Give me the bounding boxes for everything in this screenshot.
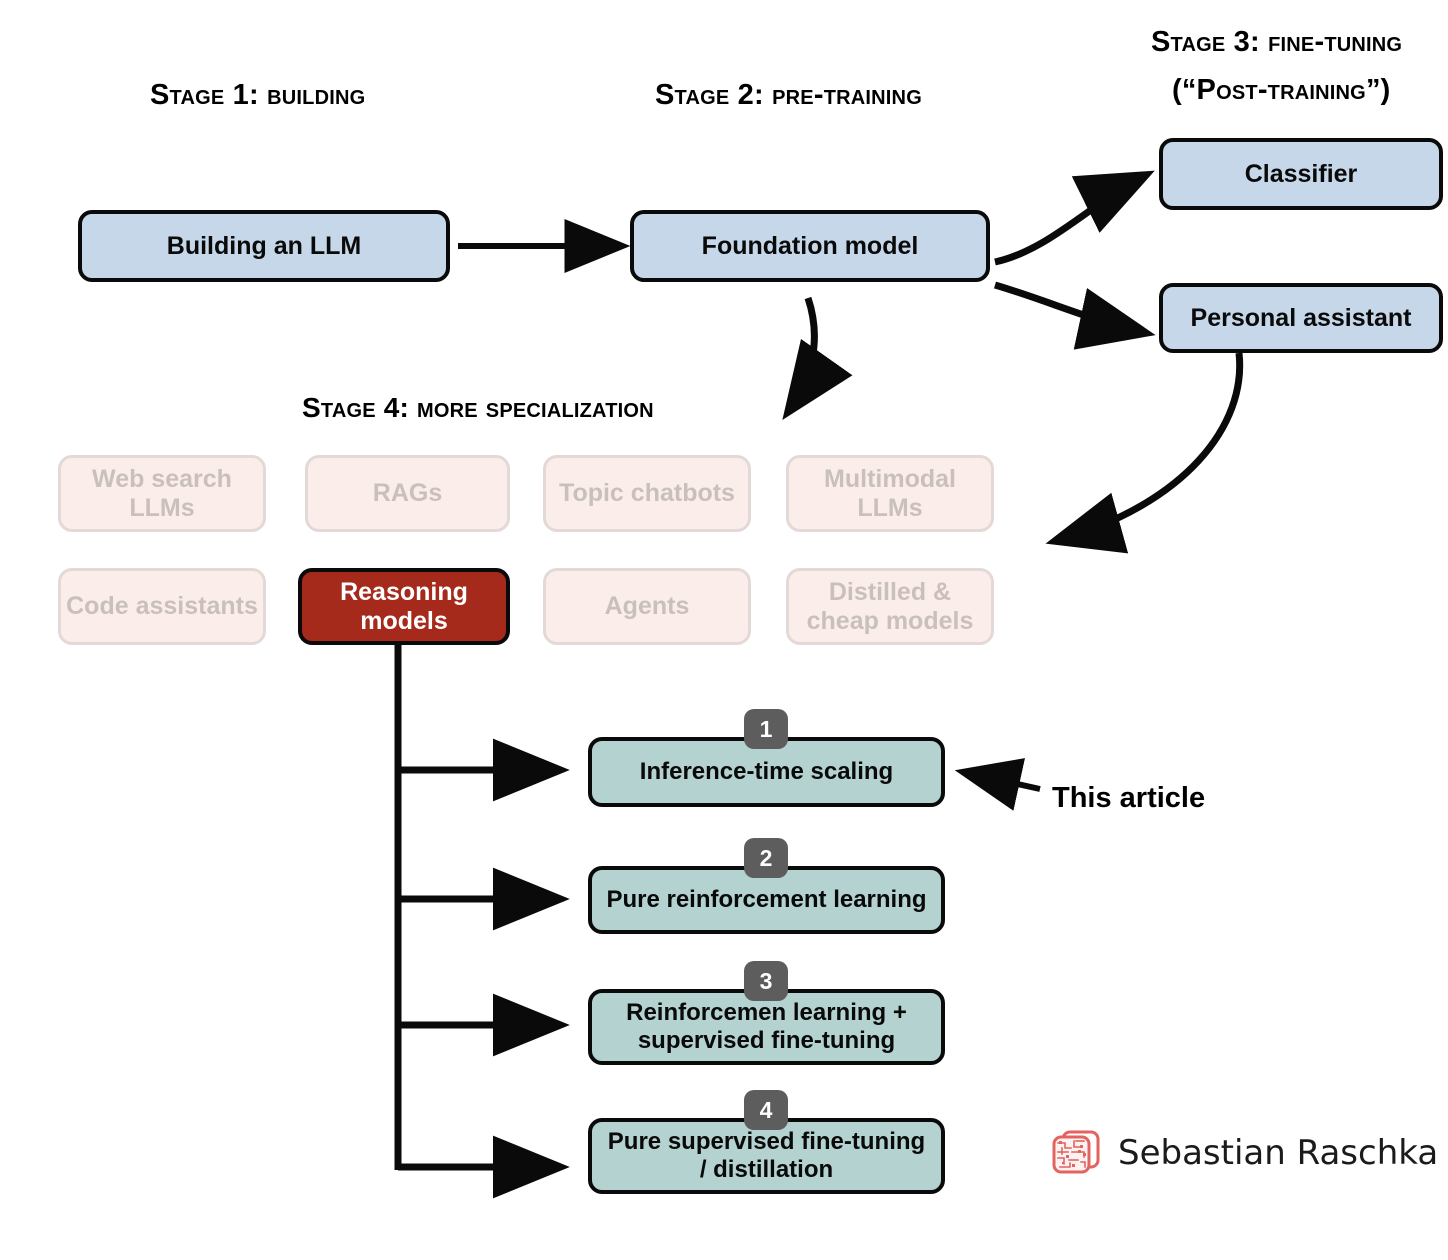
- author-name: Sebastian Raschka: [1118, 1133, 1439, 1173]
- node-reasoning-models-label-1: Reasoning: [340, 577, 468, 606]
- node-pure-sft-distillation-label-2: / distillation: [699, 1156, 834, 1183]
- node-agents-label-1: Agents: [604, 592, 690, 621]
- badge-approach-2: 2: [744, 838, 788, 878]
- node-classifier-label: Classifier: [1244, 159, 1358, 188]
- node-foundation-model[interactable]: Foundation model: [630, 210, 990, 282]
- node-code-assistants-label-1: Code assistants: [66, 592, 258, 621]
- node-multimodal-llms-label-2: LLMs: [857, 493, 923, 522]
- node-rl-plus-sft-label-2: supervised fine-tuning: [637, 1027, 896, 1054]
- node-personal-assistant-label: Personal assistant: [1190, 303, 1412, 332]
- arrow-this-article: [954, 758, 1041, 811]
- node-web-search-llms[interactable]: Web search LLMs: [58, 455, 266, 532]
- node-reasoning-models-label-2: models: [360, 606, 448, 635]
- node-building-an-llm[interactable]: Building an LLM: [78, 210, 450, 282]
- node-reasoning-models[interactable]: Reasoning models: [298, 568, 510, 645]
- badge-approach-2-number: 2: [759, 844, 773, 871]
- node-building-an-llm-label: Building an LLM: [166, 231, 362, 260]
- node-pure-sft-distillation-label-1: Pure supervised fine-tuning: [607, 1128, 926, 1156]
- stage-4-title: Stage 4: More Specialization: [302, 392, 654, 423]
- arrow-foundation-to-specialization: [782, 296, 853, 421]
- author-logo: Sebastian Raschka: [1050, 1126, 1438, 1180]
- node-inference-time-scaling[interactable]: Inference-time scaling: [588, 737, 945, 807]
- node-personal-assistant[interactable]: Personal assistant: [1159, 283, 1443, 353]
- badge-approach-3-number: 3: [759, 967, 773, 994]
- badge-approach-1-number: 1: [759, 715, 773, 742]
- node-distilled-cheap-models-label-1: Distilled &: [828, 577, 952, 606]
- node-classifier[interactable]: Classifier: [1159, 138, 1443, 210]
- node-pure-reinforcement-learning-label-1: Pure reinforcement learning: [606, 886, 927, 914]
- badge-approach-3: 3: [744, 961, 788, 1001]
- node-code-assistants[interactable]: Code assistants: [58, 568, 266, 645]
- callout-this-article: This article: [1052, 782, 1206, 814]
- stage-3-title-line-2: (“Post-Training”): [1172, 74, 1391, 106]
- node-multimodal-llms[interactable]: Multimodal LLMs: [786, 455, 994, 532]
- badge-approach-1: 1: [744, 709, 788, 749]
- node-rags-label-1: RAGs: [372, 479, 443, 508]
- node-distilled-cheap-models-label-2: cheap models: [806, 606, 974, 635]
- arrow-assistant-to-specialization: [1045, 352, 1244, 554]
- node-inference-time-scaling-label-1: Inference-time scaling: [639, 758, 894, 786]
- stage-2-title: Stage 2: Pre-training: [655, 79, 922, 111]
- node-pure-sft-distillation[interactable]: Pure supervised fine-tuning / distillati…: [588, 1118, 945, 1194]
- node-rl-plus-sft-label-1: Reinforcemen learning +: [626, 999, 907, 1027]
- stage-3-title-line-1: Stage 3: Fine-tuning: [1151, 26, 1403, 58]
- badge-approach-4-number: 4: [759, 1096, 773, 1123]
- node-web-search-llms-label-1: Web search: [92, 464, 232, 493]
- node-distilled-cheap-models[interactable]: Distilled & cheap models: [786, 568, 994, 645]
- node-agents[interactable]: Agents: [543, 568, 751, 645]
- arrow-foundation-to-assistant: [994, 281, 1156, 350]
- stage-1-title: Stage 1: Building: [150, 79, 366, 111]
- node-topic-chatbots[interactable]: Topic chatbots: [543, 455, 751, 532]
- node-foundation-model-label: Foundation model: [701, 231, 919, 260]
- node-topic-chatbots-label-1: Topic chatbots: [559, 479, 735, 508]
- node-web-search-llms-label-2: LLMs: [129, 493, 195, 522]
- sebastian-raschka-logo-icon: [1050, 1126, 1104, 1180]
- arrow-foundation-to-classifier: [994, 170, 1155, 266]
- node-rags[interactable]: RAGs: [305, 455, 510, 532]
- node-multimodal-llms-label-1: Multimodal: [824, 464, 956, 493]
- badge-approach-4: 4: [744, 1090, 788, 1130]
